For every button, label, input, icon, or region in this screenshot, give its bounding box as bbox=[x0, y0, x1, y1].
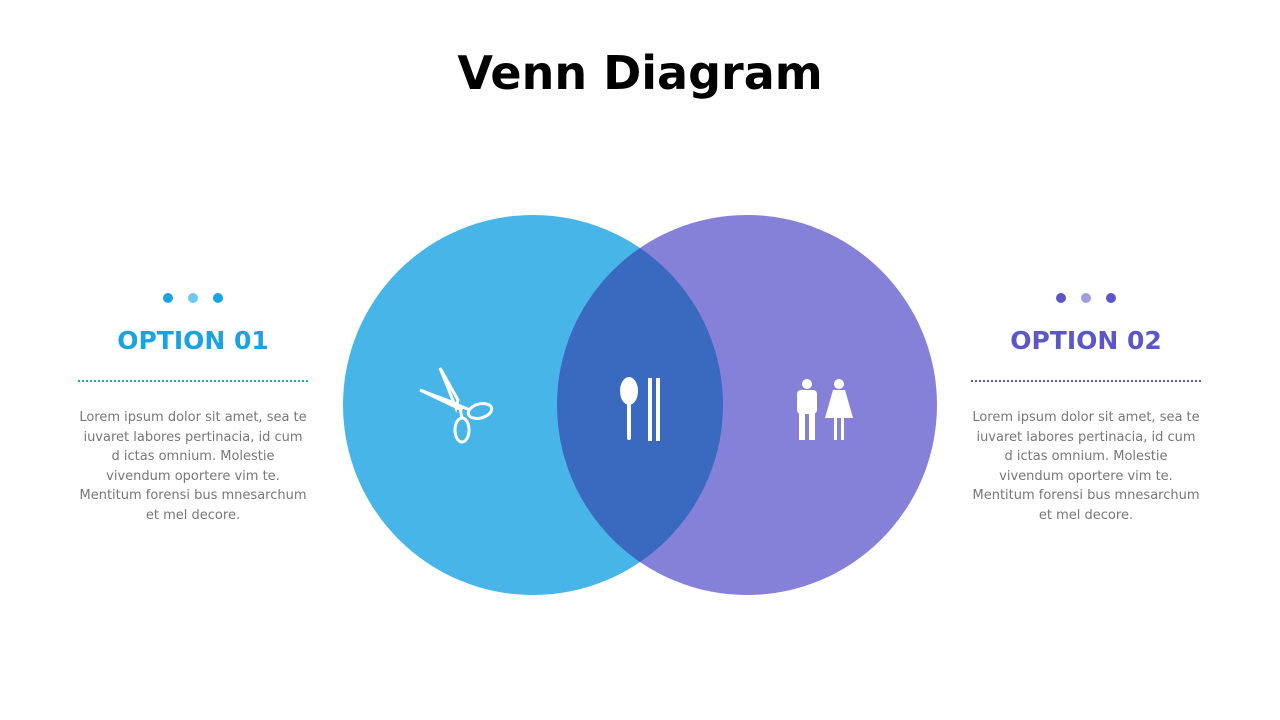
page-title: Venn Diagram bbox=[457, 46, 823, 100]
divider bbox=[971, 380, 1201, 382]
spoon-chopsticks-icon bbox=[620, 377, 660, 441]
option-02-body: Lorem ipsum dolor sit amet, sea te iuvar… bbox=[972, 410, 1200, 523]
dots-decoration bbox=[971, 290, 1201, 306]
dot bbox=[163, 293, 173, 303]
dot bbox=[188, 293, 198, 303]
dot bbox=[213, 293, 223, 303]
dots-decoration bbox=[78, 290, 308, 306]
people-icon bbox=[797, 379, 853, 440]
option-02-panel: OPTION 02 Lorem ipsum dolor sit amet, se… bbox=[971, 290, 1201, 525]
divider bbox=[78, 380, 308, 382]
dot bbox=[1106, 293, 1116, 303]
option-01-body: Lorem ipsum dolor sit amet, sea te iuvar… bbox=[79, 410, 307, 523]
dot bbox=[1081, 293, 1091, 303]
overlap-region bbox=[557, 215, 723, 595]
option-01-heading: OPTION 01 bbox=[117, 326, 269, 355]
option-01-panel: OPTION 01 Lorem ipsum dolor sit amet, se… bbox=[78, 290, 308, 525]
dot bbox=[1056, 293, 1066, 303]
scissors-icon bbox=[419, 367, 494, 444]
option-02-heading: OPTION 02 bbox=[1010, 326, 1162, 355]
